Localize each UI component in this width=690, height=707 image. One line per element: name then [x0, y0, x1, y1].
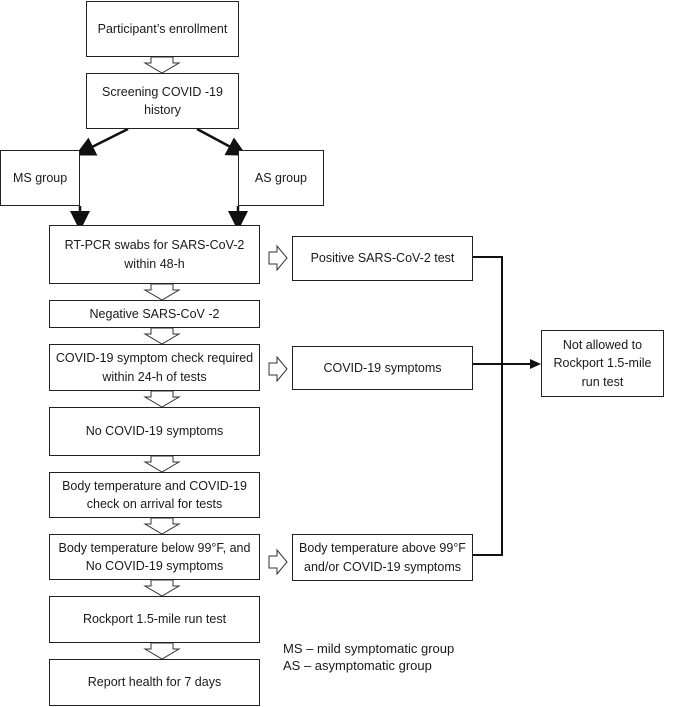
- line-positive-to-collector: [473, 256, 503, 556]
- legend-as: AS – asymptomatic group: [283, 657, 432, 673]
- legend-ms: MS – mild symptomatic group: [283, 641, 455, 656]
- arrow-to-not-allowed-icon: [530, 359, 541, 369]
- temp-above-box: Body temperature above 99°F and/or COVID…: [292, 534, 473, 581]
- rtpcr-text: RT-PCR swabs for SARS-CoV-2 within 48-h: [64, 238, 245, 271]
- symptom-check-box: COVID-19 symptom check required within 2…: [49, 344, 260, 391]
- negative-box: Negative SARS-CoV -2: [49, 300, 260, 328]
- no-symptoms-box: No COVID-19 symptoms: [49, 407, 260, 456]
- not-allowed-text: Not allowed to Rockport 1.5-mile run tes…: [553, 338, 652, 389]
- hollow-arrow-down-icon: [143, 390, 181, 408]
- legend: MS – mild symptomatic group AS – asympto…: [283, 641, 454, 675]
- temp-below-box: Body temperature below 99°F, and No COVI…: [49, 534, 260, 580]
- not-allowed-box: Not allowed to Rockport 1.5-mile run tes…: [541, 330, 664, 397]
- hollow-arrow-right-icon: [268, 548, 288, 576]
- hollow-arrow-down-icon: [143, 56, 181, 74]
- enrollment-box: Participant’s enrollment: [86, 1, 239, 57]
- hollow-arrow-down-icon: [143, 327, 181, 345]
- report-box: Report health for 7 days: [49, 659, 260, 706]
- covid-symptoms-text: COVID-19 symptoms: [323, 360, 442, 375]
- hollow-arrow-right-icon: [268, 355, 288, 383]
- arrival-check-box: Body temperature and COVID-19 check on a…: [49, 472, 260, 518]
- hollow-arrow-down-icon: [143, 517, 181, 535]
- run-test-text: Rockport 1.5-mile run test: [82, 612, 227, 627]
- hollow-arrow-down-icon: [143, 579, 181, 597]
- arrow-screening-to-ms: [75, 127, 129, 156]
- covid-symptoms-box: COVID-19 symptoms: [292, 346, 473, 390]
- hollow-arrow-down-icon: [143, 455, 181, 473]
- as-group-text: AS group: [254, 170, 307, 185]
- no-symptoms-text: No COVID-19 symptoms: [85, 424, 224, 439]
- temp-below-text: Body temperature below 99°F, and No COVI…: [58, 540, 251, 573]
- screening-box: Screening COVID -19 history: [86, 73, 239, 129]
- report-text: Report health for 7 days: [87, 675, 222, 690]
- as-group-box: AS group: [238, 150, 324, 206]
- ms-group-text: MS group: [13, 170, 68, 185]
- screening-text: Screening COVID -19 history: [102, 84, 223, 117]
- arrival-check-text: Body temperature and COVID-19 check on a…: [62, 478, 247, 511]
- hollow-arrow-down-icon: [143, 642, 181, 660]
- run-test-box: Rockport 1.5-mile run test: [49, 596, 260, 643]
- hollow-arrow-right-icon: [268, 244, 288, 272]
- enrollment-text: Participant’s enrollment: [97, 21, 228, 36]
- rtpcr-box: RT-PCR swabs for SARS-CoV-2 within 48-h: [49, 225, 260, 284]
- positive-test-box: Positive SARS-CoV-2 test: [292, 236, 473, 281]
- hollow-arrow-down-icon: [143, 283, 181, 301]
- temp-above-text: Body temperature above 99°F and/or COVID…: [299, 541, 466, 574]
- positive-test-text: Positive SARS-CoV-2 test: [310, 251, 455, 266]
- arrow-screening-to-as: [196, 127, 247, 156]
- ms-group-box: MS group: [0, 150, 80, 206]
- symptom-check-text: COVID-19 symptom check required within 2…: [55, 351, 254, 384]
- negative-text: Negative SARS-CoV -2: [89, 306, 220, 321]
